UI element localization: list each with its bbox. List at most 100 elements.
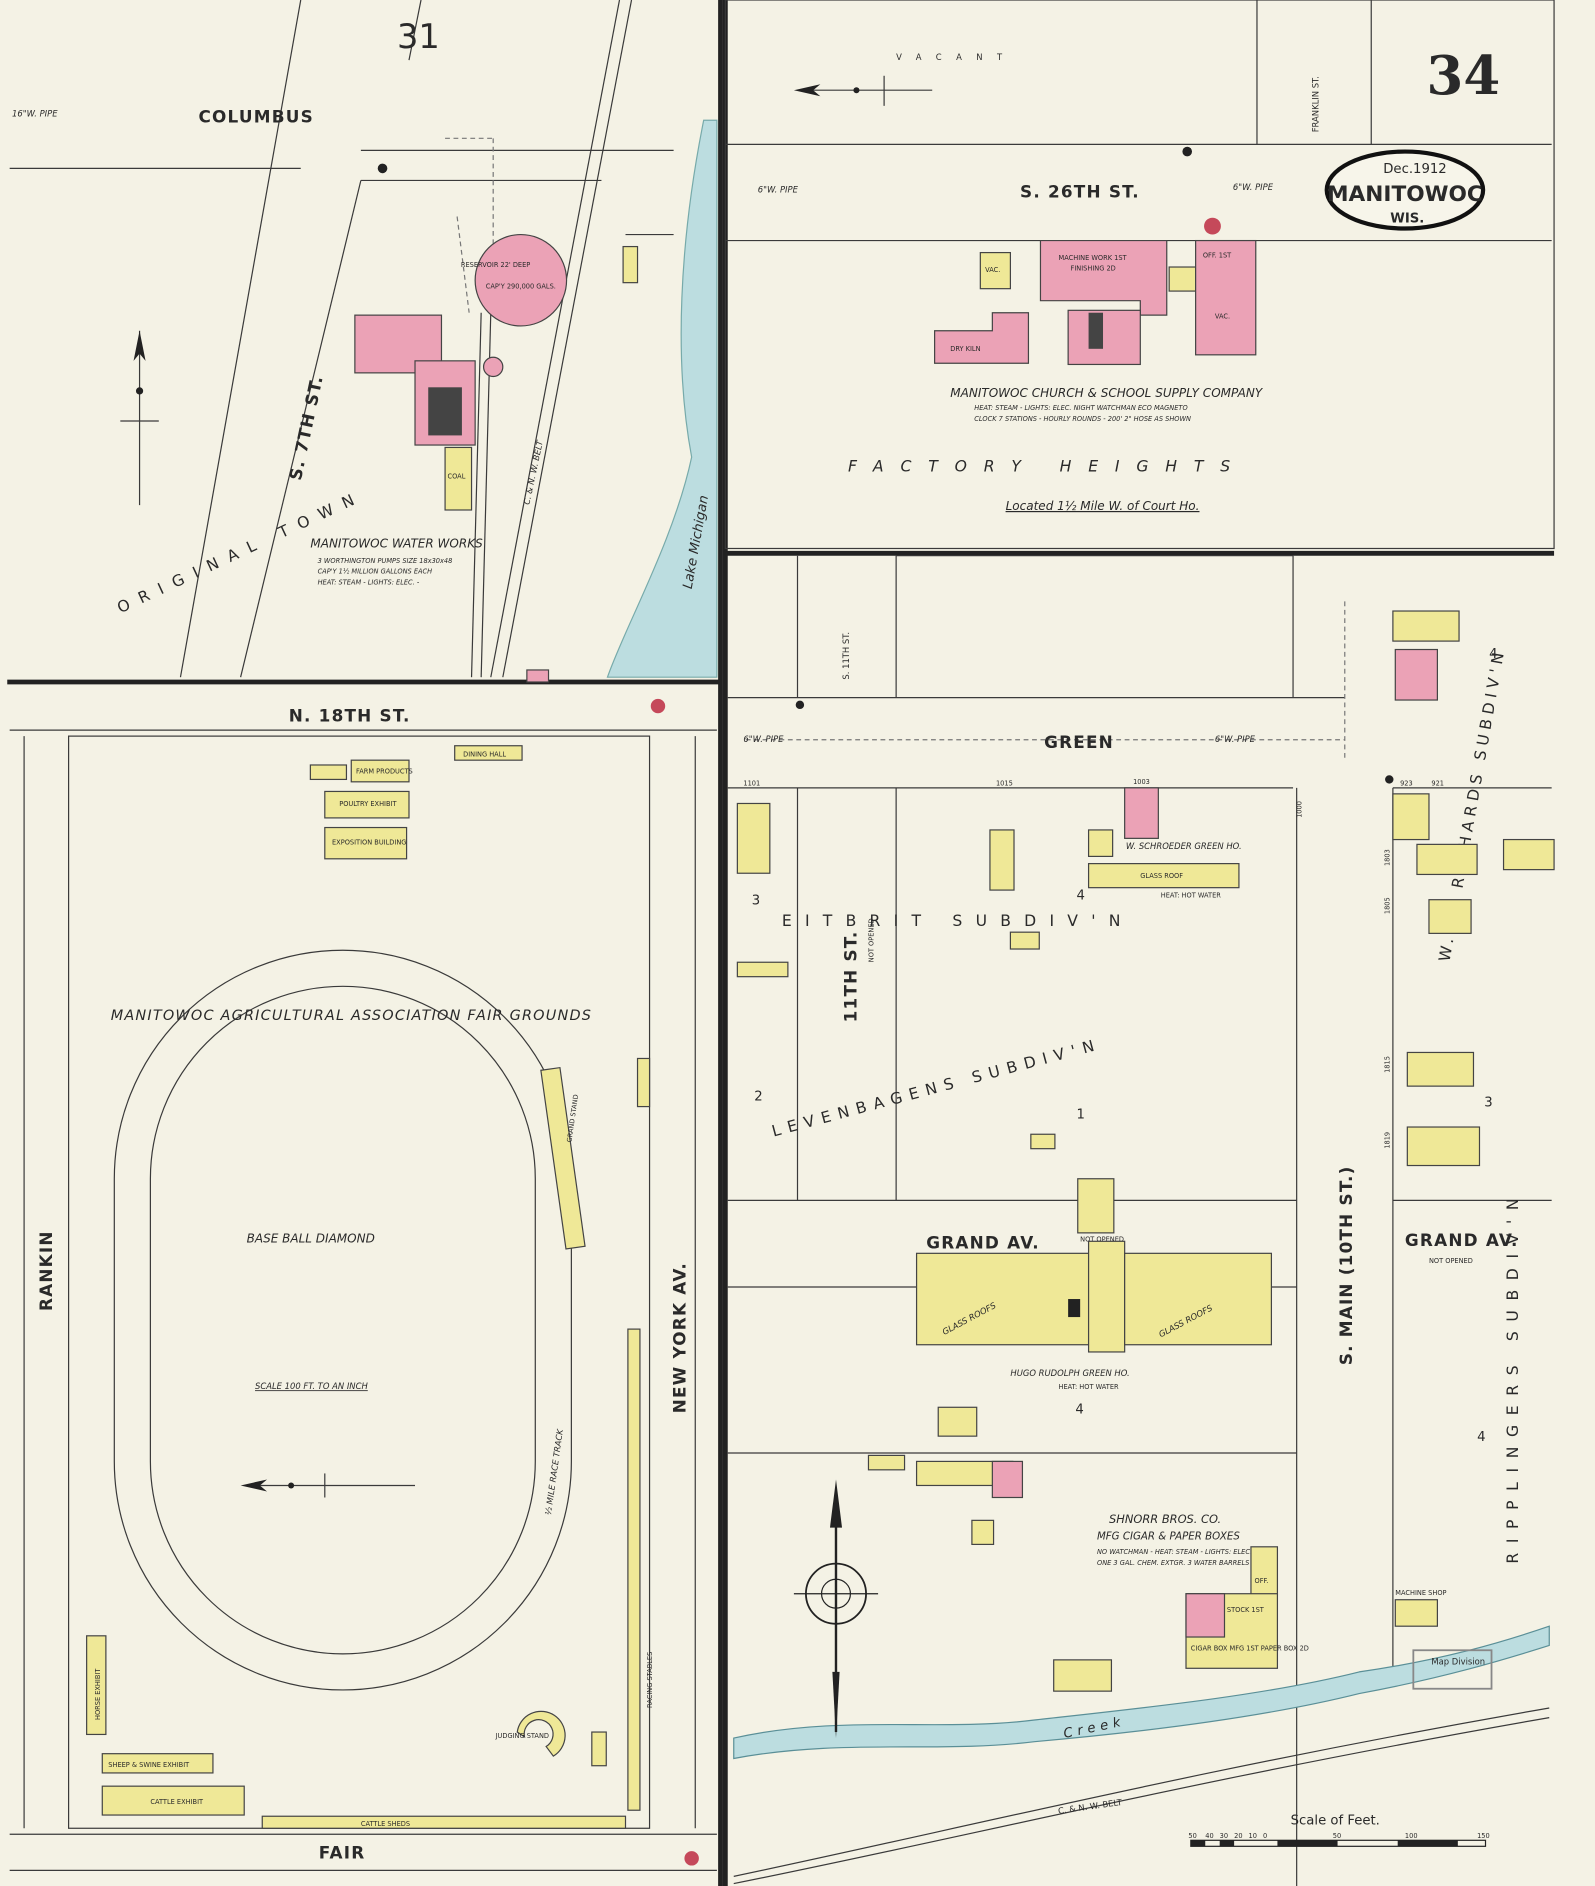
- cattle-label: CATTLE EXHIBIT: [150, 1798, 204, 1806]
- dwelling: [937, 1406, 978, 1437]
- pipe-label: 6"W. PIPE: [743, 734, 784, 744]
- street-grand-av-east: GRAND AV.: [1405, 1230, 1519, 1250]
- block-number: 2: [754, 1090, 762, 1105]
- pipe-label: 16"W. PIPE: [12, 109, 58, 119]
- water-works-note: 3 WORTHINGTON PUMPS SIZE 18x30x48: [318, 557, 453, 565]
- fire-alarm-icon: [684, 1851, 699, 1866]
- address-number: 1803: [1383, 849, 1391, 866]
- block-number: 4: [1477, 1430, 1485, 1445]
- dwelling: [1392, 793, 1430, 841]
- grand-stand-label: GRAND STAND: [565, 1094, 580, 1143]
- race-track-inner: [149, 985, 536, 1655]
- street-columbus: COLUMBUS: [199, 107, 314, 127]
- scale-tick: 150: [1477, 1832, 1490, 1840]
- pipe-label: 6"W. PIPE: [758, 184, 799, 194]
- address-number: 1819: [1383, 1132, 1391, 1149]
- building: [636, 1057, 651, 1108]
- dwelling: [1053, 1659, 1113, 1692]
- rudolph-label: HUGO RUDOLPH GREEN HO.: [1010, 1368, 1129, 1378]
- street-n-18th: N. 18TH ST.: [289, 706, 411, 726]
- dwelling: [1502, 838, 1555, 871]
- dwelling: [989, 829, 1015, 891]
- street-s-26th: S. 26TH ST.: [1020, 181, 1140, 201]
- office-label: OFF. 1ST: [1203, 251, 1232, 259]
- area-eitbrit-subdiv: EITBRIT SUBDIV'N: [782, 911, 1134, 930]
- dwelling: [736, 802, 771, 874]
- panel-greenhouses: GREEN S. 11TH ST. 11TH ST. NOT OPENED GR…: [727, 555, 1555, 1886]
- shnorr-name: SHNORR BROS. CO.: [1109, 1512, 1221, 1526]
- shnorr-note: ONE 3 GAL. CHEM. EXTGR. 3 WATER BARRELS: [1097, 1559, 1249, 1567]
- block-number: 4: [1077, 889, 1085, 904]
- not-opened-label: NOT OPENED: [1429, 1257, 1473, 1265]
- saloon: [1394, 648, 1438, 701]
- building: [1087, 829, 1114, 857]
- street-new-york: NEW YORK AV.: [670, 1262, 690, 1413]
- lake-michigan-water: [606, 119, 718, 678]
- street-s-7th: S. 7TH ST.: [285, 373, 327, 482]
- boxes-label: CIGAR BOX MFG 1ST PAPER BOX 2D: [1191, 1644, 1309, 1652]
- area-ripplingers-subdiv: RIPPLINGERS SUBDIV'N: [1503, 1189, 1522, 1564]
- machine-shop-label: MACHINE SHOP: [1395, 1589, 1446, 1597]
- fair-grounds-boundary: [67, 735, 651, 1829]
- cartouche-state: WIS.: [1390, 212, 1424, 227]
- judging-label: JUDGING STAND: [495, 1732, 549, 1740]
- water-works-note: HEAT: STEAM - LIGHTS: ELEC. -: [318, 579, 420, 587]
- glass-roof-label: GLASS ROOF: [1140, 872, 1183, 880]
- street-rankin: RANKIN: [36, 1230, 56, 1311]
- boiler-block: [1068, 1299, 1081, 1318]
- dwelling: [1030, 1133, 1056, 1150]
- heat-note: HEAT: HOT WATER: [1161, 891, 1221, 899]
- brick-building: [991, 1460, 1024, 1499]
- panel-top-right: [724, 0, 1555, 550]
- street-s-11th: S. 11TH ST.: [841, 632, 851, 680]
- dwelling: [971, 1519, 995, 1546]
- cartouche-date: Dec.1912: [1383, 162, 1446, 177]
- vacant-building: [979, 251, 1011, 290]
- building: [526, 669, 550, 683]
- water-works-note: CAP'Y 1½ MILLION GALLONS EACH: [318, 568, 433, 576]
- street-franklin: FRANKLIN ST.: [1310, 76, 1320, 132]
- compass-rose-icon: [793, 1479, 879, 1739]
- church-supply-name: MANITOWOC CHURCH & SCHOOL SUPPLY COMPANY: [950, 386, 1264, 400]
- railway-line: [733, 1707, 1550, 1877]
- scale-tick: 50: [1333, 1832, 1341, 1840]
- machine-label: MACHINE WORK 1ST: [1059, 254, 1128, 262]
- heat-note: HEAT: HOT WATER: [1059, 1383, 1119, 1391]
- schroeder-greenhouse: [1087, 863, 1240, 889]
- cartouche-city: MANITOWOC: [1327, 182, 1483, 207]
- water-works-name: MANITOWOC WATER WORKS: [310, 536, 483, 550]
- dry-kiln: [934, 312, 1030, 364]
- racing-stables: [627, 1328, 641, 1811]
- hydrant-icon: [377, 163, 388, 174]
- reservoir-label: RESERVOIR 22' DEEP: [461, 261, 530, 269]
- rudolph-building: [1087, 1240, 1126, 1353]
- boiler-block: [1088, 312, 1104, 349]
- poultry-exhibit-building: [324, 790, 410, 819]
- shnorr-product: MFG CIGAR & PAPER BOXES: [1097, 1532, 1240, 1543]
- address-number: 1015: [996, 779, 1013, 787]
- scale-tick: 0: [1263, 1832, 1267, 1840]
- sheep-label: SHEEP & SWINE EXHIBIT: [108, 1761, 190, 1769]
- dwelling: [1009, 931, 1040, 950]
- dwelling: [1406, 1126, 1481, 1167]
- stamp-text: Map Division: [1431, 1657, 1485, 1667]
- street-green: GREEN: [1044, 732, 1114, 752]
- vacant-label: VAC.: [1215, 313, 1230, 321]
- block-number: 4: [1075, 1402, 1083, 1417]
- exposition-building: [324, 826, 408, 860]
- cattle-exhibit: [101, 1785, 245, 1816]
- scale-tick: 20: [1234, 1832, 1242, 1840]
- shnorr-note: NO WATCHMAN - HEAT: STEAM - LIGHTS: ELEC…: [1097, 1548, 1252, 1556]
- area-levenbagens-subdiv: LEVENBAGENS SUBDIV'N: [770, 1034, 1104, 1140]
- block-number: 3: [752, 894, 760, 909]
- address-number: 921: [1431, 779, 1444, 787]
- rail-label: C. & N. W. BELT: [1057, 1797, 1123, 1816]
- boiler-block: [428, 387, 462, 436]
- north-arrow-icon: [120, 330, 159, 506]
- reservoir: [474, 233, 568, 327]
- rudolph-greenhouse-east: [1124, 1252, 1273, 1346]
- coal-shed: [444, 446, 473, 511]
- scale-tick: 50: [1188, 1832, 1196, 1840]
- building: [1168, 266, 1197, 292]
